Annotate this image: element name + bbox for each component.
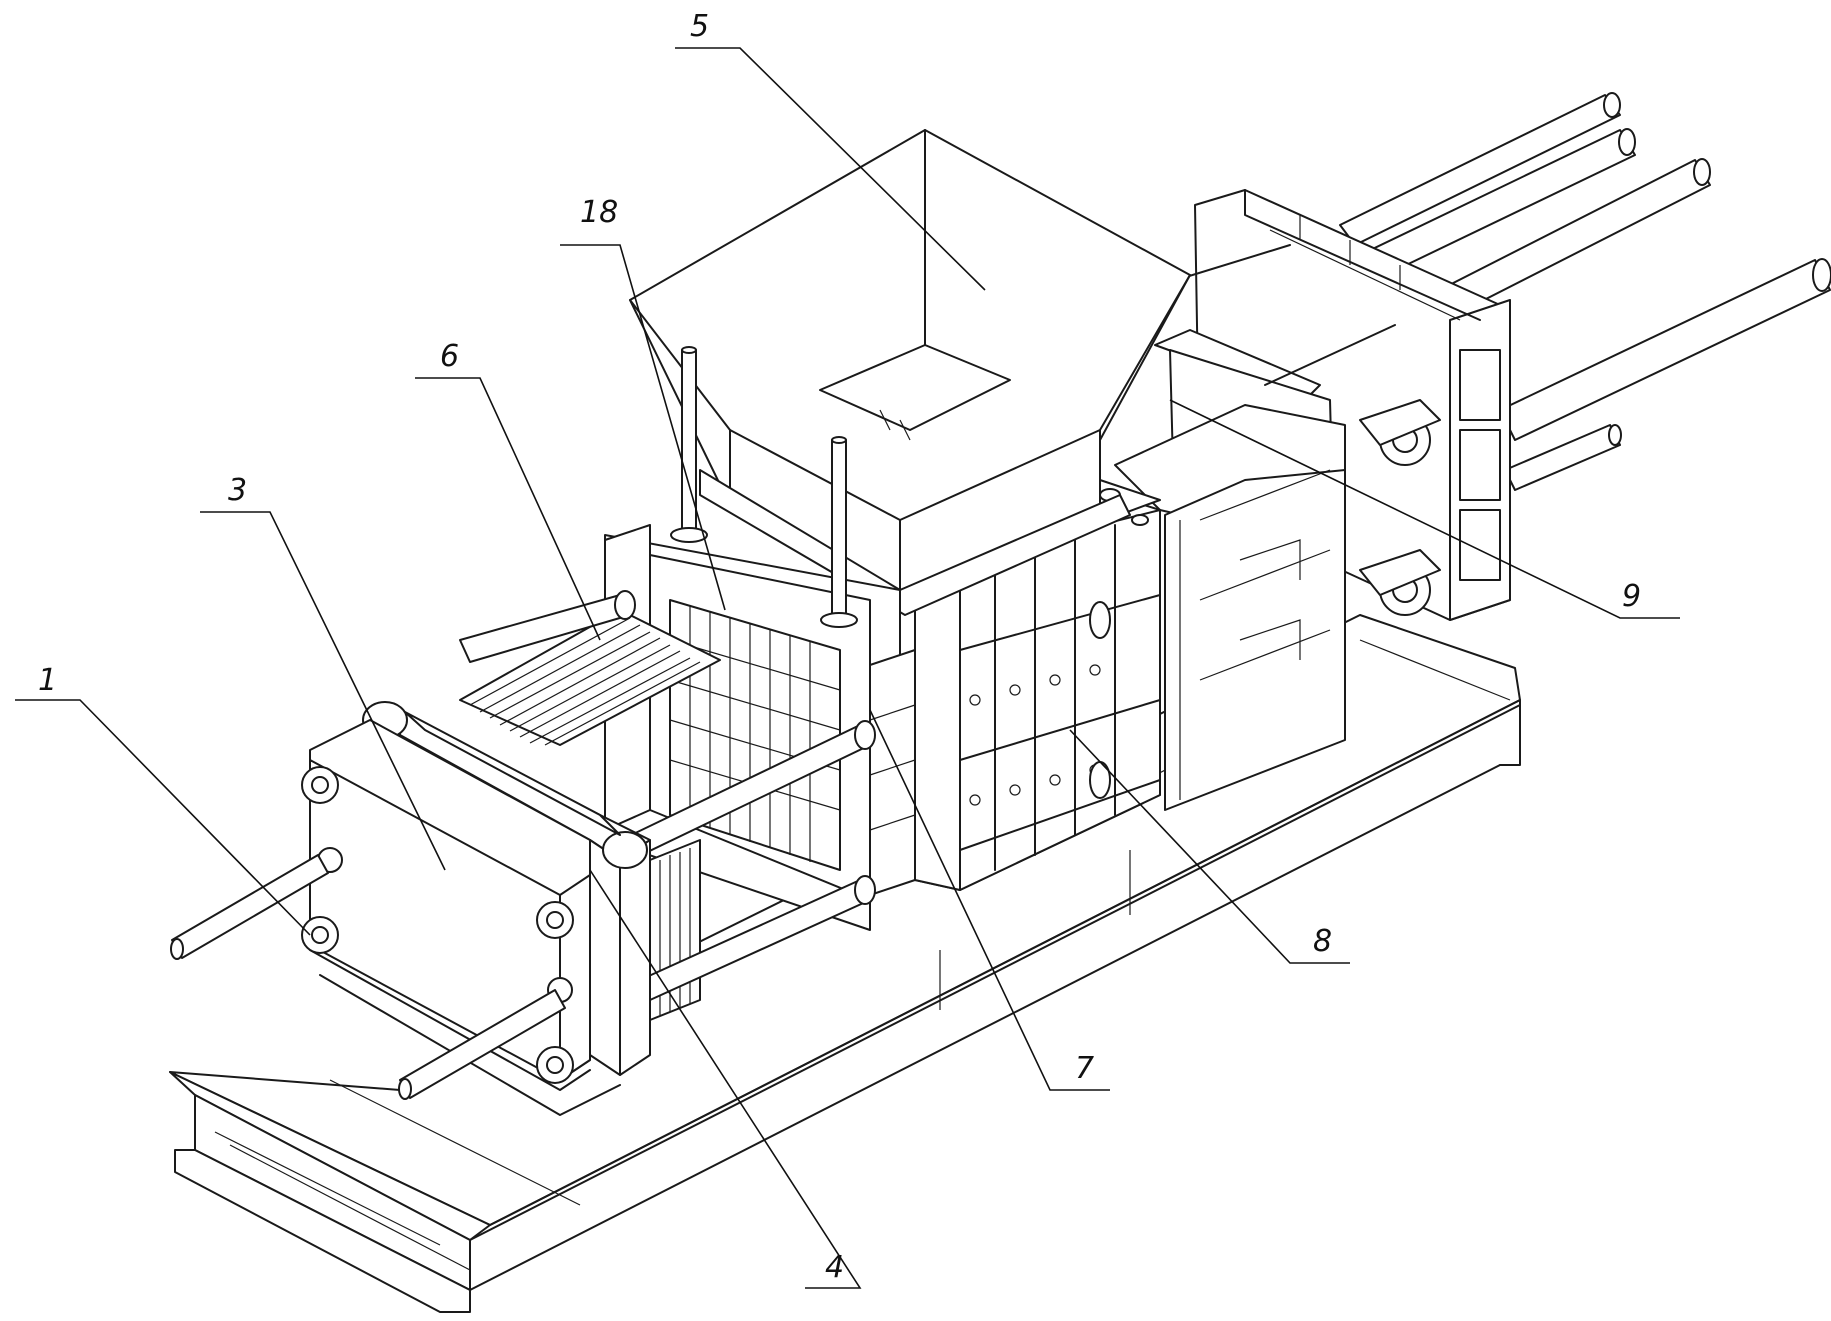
callout-4: 4	[825, 1250, 844, 1285]
callout-8: 8	[1313, 924, 1332, 959]
callout-9: 9	[1622, 579, 1641, 614]
callout-5: 5	[690, 9, 709, 44]
rear-press-box	[1114, 244, 1396, 811]
callout-labels: 1 3 4 5 6 7 8 9 18	[38, 9, 1641, 1285]
movable-plate	[362, 701, 651, 1076]
leader-lines	[15, 47, 1680, 1289]
front-rods	[170, 854, 566, 1100]
callout-7: 7	[1075, 1051, 1094, 1086]
callout-18: 18	[580, 195, 618, 230]
callout-1: 1	[38, 663, 57, 698]
hopper	[629, 129, 1191, 616]
callout-3: 3	[228, 473, 247, 508]
callout-6: 6	[440, 339, 459, 374]
